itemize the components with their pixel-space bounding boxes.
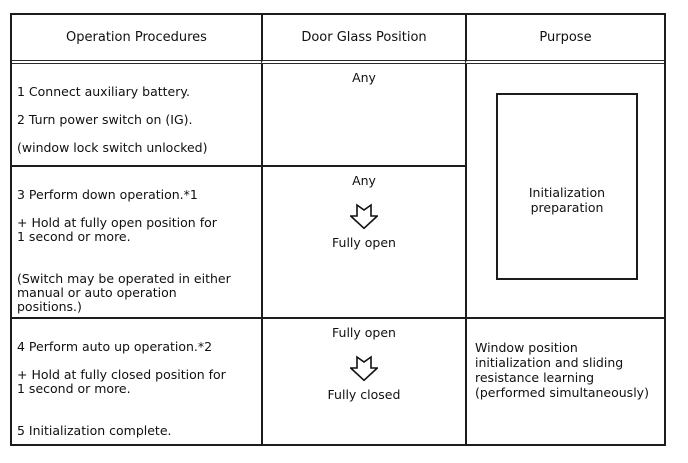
operation-steps-4-5-cell: 4 Perform auto up operation.*2 + Hold at… [12,319,261,444]
glass-position-row1-cell: Any [261,64,465,167]
purpose-row3-text: Window position initialization and slidi… [475,340,649,400]
glass-position-row1-value: Any [352,70,376,85]
glass-position-row2-cell: Any Fully open [261,167,465,319]
operation-steps-1-2-cell: 1 Connect auxiliary battery. 2 Turn powe… [12,64,261,167]
down-arrow-icon [348,355,380,382]
operation-step-3-text: 3 Perform down operation.*1 + Hold at fu… [17,187,231,314]
initialization-preparation-box: Initialization preparation [496,93,638,280]
operation-step-3-cell: 3 Perform down operation.*1 + Hold at fu… [12,167,261,319]
header-purpose: Purpose [465,15,664,64]
glass-position-row2-start: Any [352,173,376,188]
glass-position-row3-end: Fully closed [327,387,401,402]
header-operation-procedures-label: Operation Procedures [66,30,207,45]
header-operation-procedures: Operation Procedures [12,15,261,64]
window-initialization-procedure-table: Operation Procedures Door Glass Position… [10,13,666,446]
glass-position-row3-cell: Fully open Fully closed [261,319,465,444]
operation-steps-4-5-text: 4 Perform auto up operation.*2 + Hold at… [17,339,226,438]
purpose-row3-cell: Window position initialization and slidi… [465,319,664,444]
purpose-initialization-preparation-cell: Initialization preparation [465,64,664,319]
glass-position-row3-start: Fully open [332,325,396,340]
header-door-glass-position: Door Glass Position [261,15,465,64]
down-arrow-icon [348,203,380,230]
operation-steps-1-2-text: 1 Connect auxiliary battery. 2 Turn powe… [17,84,208,155]
header-purpose-label: Purpose [539,30,592,45]
glass-position-row2-end: Fully open [332,235,396,250]
header-door-glass-position-label: Door Glass Position [301,30,427,45]
initialization-preparation-label: Initialization preparation [528,185,606,215]
